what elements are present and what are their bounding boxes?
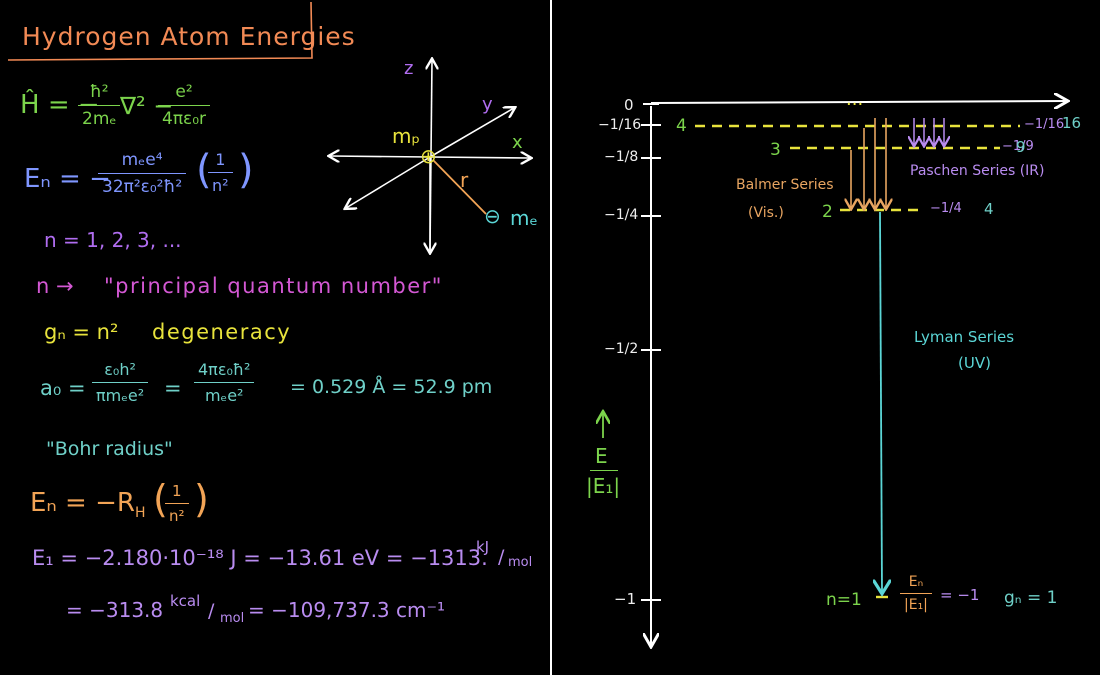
electron-mass-label: mₑ [510,206,538,230]
bohr-frac1-num: ε₀h² [92,360,149,383]
n-values: n = 1, 2, 3, ... [44,228,182,252]
principal-label: "principal quantum number" [104,274,443,298]
paren-den: n² [212,176,229,195]
e1-line2-unit-den: mol [220,611,245,626]
axis-label-bar [590,470,618,471]
atom-axes [330,60,530,252]
tick-label-1-4: −1/4 [604,207,639,223]
hamiltonian-frac1: ħ² 2mₑ [78,82,121,129]
bohr-frac1: ε₀h² πmₑe² [92,360,149,405]
bohr-frac2-num: 4πε₀ħ² [194,360,255,383]
level-n4-g: 16 [1062,114,1082,132]
bond-line [432,159,487,215]
atom-x-label: x [512,132,523,153]
bohr-lhs: a₀ = [40,376,86,400]
rydberg-sub: H [135,505,146,521]
level-n1-frac: Eₙ |E₁| [900,574,932,613]
energy-lhs: Eₙ = − [24,164,111,194]
tick-label-1-8: −1/8 [604,149,639,165]
tick-label-1-16: −1/16 [598,117,642,133]
bohr-frac2: 4πε₀ħ² mₑe² [194,360,255,405]
tick-label-0: 0 [624,96,634,114]
bohr-frac2-den: mₑe² [204,386,244,405]
e1-line1-unit-den: mol [508,555,533,570]
energy-frac-num: mₑe⁴ [98,150,187,174]
e1-line1-slash: / [498,546,505,568]
level-dots: ··· [846,94,864,115]
e1-line1-text: E₁ = −2.180·10⁻¹⁸ J = −13.61 eV = −1313. [32,546,488,570]
level-n3-label: 3 [770,140,781,160]
level-n2-g: 4 [984,200,994,218]
level-n1-label: n=1 [826,590,862,610]
axis-label-e1: |E₁| [586,474,621,498]
bohr-value: = 0.529 Å = 52.9 pm [290,376,493,398]
paren-num: 1 [208,150,233,173]
rydberg-paren-close: ) [194,477,209,521]
principal-lhs: n → [36,274,74,298]
proton-mass-label: mₚ [392,124,421,148]
atom-z-label: z [404,58,414,79]
e1-line2-rest: = −109,737.3 cm⁻¹ [248,598,446,622]
energy-axis [641,101,1066,645]
level-n3-energy: −1/9 [1002,139,1034,154]
atom-y-label: y [482,94,493,115]
axis-label-e: E [595,444,608,468]
rydberg-den: n² [169,507,185,525]
radius-label: r [460,168,469,192]
n1-frac-num: Eₙ [900,574,932,594]
tick-label-1-2: −1/2 [604,341,639,357]
e1-line2-unit-num: kcal [170,592,201,610]
n1-frac-den: |E₁| [904,597,928,613]
e1-line2-text: = −313.8 [66,598,164,622]
bohr-frac1-den: πmₑe² [96,386,145,405]
level-n4-energy: −1/16 [1024,117,1065,132]
title-frame [7,1,313,61]
balmer-series-region: (Vis.) [748,205,784,221]
energy-frac-den: 32π²ε₀²ħ² [102,177,183,197]
level-n4-label: 4 [676,116,687,136]
bohr-eq: = [164,376,182,400]
rydberg-lhs: Eₙ = −R [30,488,135,518]
lyman-series-region: (UV) [958,354,991,372]
hamiltonian-mid: ∇² − [120,92,174,120]
frac1-den: 2mₑ [82,109,117,129]
rydberg-paren-open: ( [153,477,168,521]
balmer-series-label: Balmer Series [736,177,834,193]
frac1-num: ħ² [78,82,121,106]
level-n2-label: 2 [822,202,833,222]
level-n3-g: 9 [1016,138,1026,156]
paren-close: ) [238,147,254,193]
bohr-label: "Bohr radius" [46,438,173,460]
energy-frac: mₑe⁴ 32π²ε₀²ħ² [98,150,187,197]
balmer-arrows [851,118,886,208]
frac2-den: 4πε₀r [162,109,207,129]
level-n1-g: gₙ = 1 [1004,588,1058,608]
paschen-arrows [914,118,944,145]
page-title: Hydrogen Atom Energies [22,22,356,51]
level-n2-energy: −1/4 [930,201,962,216]
lyman-arrow [880,211,882,592]
paren-open: ( [196,147,212,193]
proton-icon: ⊕ [420,144,437,168]
rydberg-frac: 1 n² [165,482,189,525]
e1-line1-unit-num: kJ [476,538,490,556]
hamiltonian-frac2: e² 4πε₀r [158,82,211,129]
rydberg-num: 1 [165,482,189,504]
lyman-series-label: Lyman Series [914,328,1015,346]
paschen-series-label: Paschen Series (IR) [910,163,1045,179]
energy-paren-frac: 1 n² [208,150,233,195]
degeneracy-label: degeneracy [152,320,292,344]
e1-line2-slash: / [208,600,215,622]
electron-icon: ⊖ [484,204,501,228]
frac2-num: e² [158,82,211,106]
level-n1-energy: = −1 [940,586,980,604]
degeneracy-formula: gₙ = n² [44,320,119,344]
tick-label-1: −1 [614,590,637,608]
